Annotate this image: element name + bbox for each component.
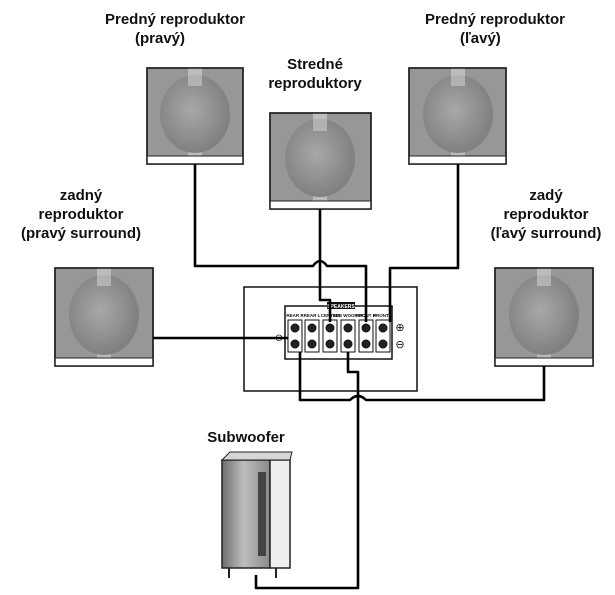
label-rear-left: zadý reproduktor (ľavý surround) xyxy=(490,187,602,242)
minus-symbol: ⊖ xyxy=(395,339,404,351)
terminal-label-subwoofer: SUB WOOFER xyxy=(333,313,365,318)
label-rear-right: zadný reproduktor (pravý surround) xyxy=(20,187,141,242)
front-right-speaker xyxy=(146,67,244,165)
wire-center xyxy=(318,209,332,322)
terminal-label-front-l: FRONT L xyxy=(373,313,393,318)
subwoofer-unit xyxy=(220,451,293,578)
plus-symbol: ⊕ xyxy=(395,322,404,334)
speaker-wires xyxy=(153,164,546,590)
wire-subwoofer xyxy=(254,352,360,590)
label-front-right: Predný reproduktor (pravý) xyxy=(104,11,246,47)
front-left-speaker xyxy=(408,67,507,165)
terminal-blocks xyxy=(287,319,391,353)
terminal-label-rear-l: REAR L xyxy=(304,313,321,318)
label-subwoofer: Subwoofer xyxy=(207,429,285,446)
label-center: Stredné reproduktory xyxy=(268,56,362,92)
terminal-label-rear-r: REAR R xyxy=(286,313,304,318)
rear-left-speaker xyxy=(494,267,594,367)
rear-right-speaker xyxy=(54,267,154,367)
center-speaker xyxy=(269,112,372,210)
label-front-left: Predný reproduktor (ľavý) xyxy=(424,11,566,47)
wire-front-left xyxy=(388,164,460,322)
speakers-panel-title: SPEAKERS xyxy=(327,304,355,310)
